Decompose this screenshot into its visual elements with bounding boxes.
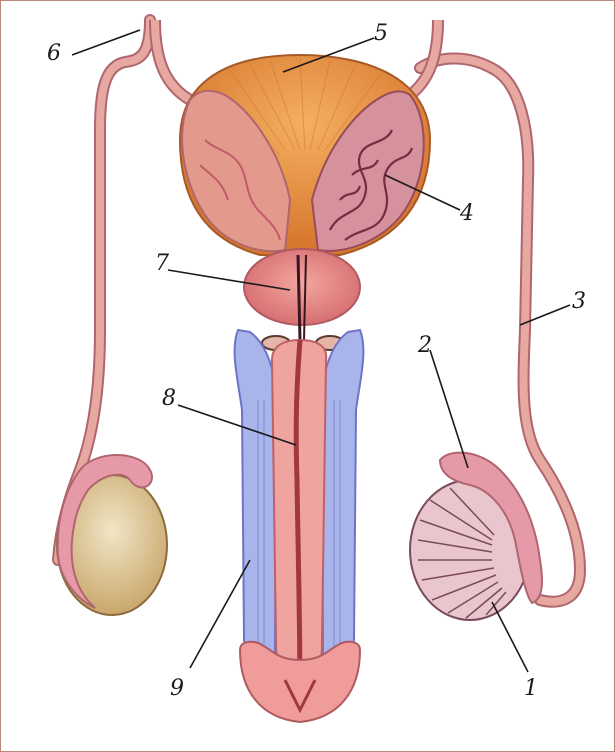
right-corpus-cavernosum xyxy=(322,330,363,663)
label-3: 3 xyxy=(572,289,586,314)
label-5: 5 xyxy=(374,21,388,46)
left-corpus-cavernosum xyxy=(235,330,276,663)
prostate xyxy=(244,249,360,325)
label-6: 6 xyxy=(47,41,61,66)
label-9: 9 xyxy=(170,676,184,701)
label-1: 1 xyxy=(524,676,538,701)
label-8: 8 xyxy=(162,386,176,411)
label-2: 2 xyxy=(417,333,432,358)
label-7: 7 xyxy=(155,251,169,276)
label-4: 4 xyxy=(459,201,474,226)
